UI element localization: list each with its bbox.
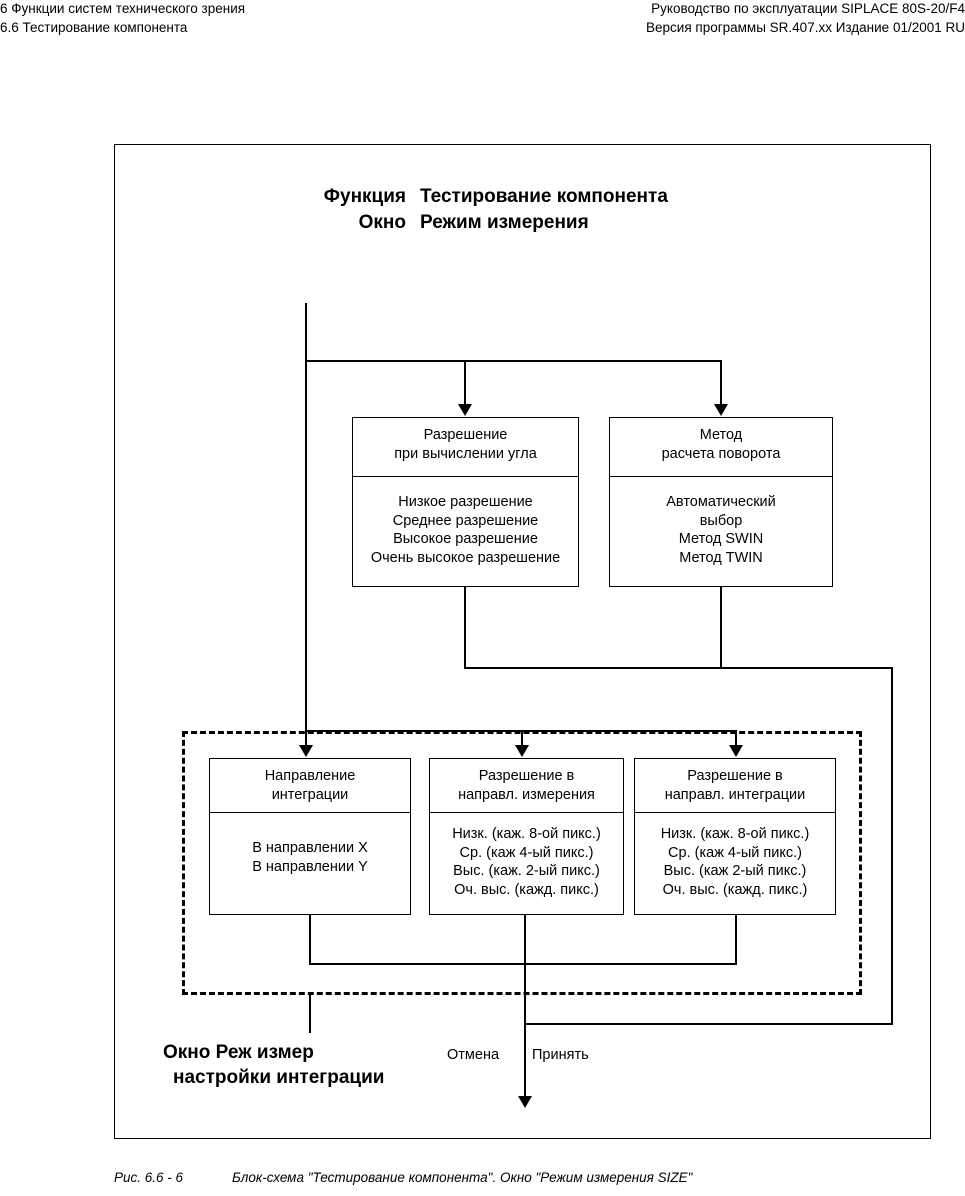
option-item[interactable]: Среднее разрешение xyxy=(392,512,539,529)
figure-outer-frame xyxy=(114,144,931,1139)
title-row-window: Окно Режим измерения xyxy=(215,210,775,236)
diagram-title-block: Функция Тестирование компонента Окно Реж… xyxy=(215,184,775,236)
title-row-function: Функция Тестирование компонента xyxy=(215,184,775,210)
connector-bar-middle xyxy=(464,667,892,669)
option-item[interactable]: Выс. (каж. 2-ый пикс.) xyxy=(453,863,600,879)
option-item[interactable]: Высокое разрешение xyxy=(393,531,538,547)
option-item[interactable]: Низк. (каж. 8-ой пикс.) xyxy=(660,826,810,842)
connector-drop-rot-method xyxy=(720,360,722,405)
connector-out-rot-method xyxy=(720,587,722,667)
option-item[interactable]: В направлении X xyxy=(252,840,368,856)
figure-caption: Рис. 6.6 - 6 Блок-схема "Тестирование ком… xyxy=(114,1169,965,1187)
option-item[interactable]: Низкое разрешение xyxy=(398,494,533,510)
header-manual-title: Руководство по эксплуатации SIPLACE 80S-… xyxy=(651,1,965,16)
header-section-title: 6.6 Тестирование компонента xyxy=(0,20,188,35)
arrowhead-intg-res xyxy=(729,745,743,757)
arrowhead-terminal xyxy=(518,1096,532,1108)
title-label-function: Функция xyxy=(323,186,406,207)
header-line: Разрешение в xyxy=(687,768,783,784)
flowbox-header-measurement-resolution: Разрешение в направл. измерения xyxy=(430,759,623,813)
option-item[interactable]: Низк. (каж. 8-ой пикс.) xyxy=(452,826,601,842)
option-item[interactable]: В направлении Y xyxy=(252,858,368,875)
header-line: Метод xyxy=(699,427,743,443)
accept-button[interactable]: Принять xyxy=(532,1047,589,1063)
window-settings-label: Окно Реж измер настройки интеграции xyxy=(163,1040,384,1090)
flowbox-integration-resolution[interactable]: Разрешение в направл. интеграции Низк. (… xyxy=(634,758,836,915)
flowbox-rotation-method[interactable]: Метод расчета поворота Автоматический вы… xyxy=(609,417,833,587)
cancel-button[interactable]: Отмена xyxy=(447,1047,500,1063)
connector-drop-intg-res xyxy=(735,730,737,746)
option-item[interactable]: Выс. (каж 2-ый пикс.) xyxy=(663,863,807,879)
connector-drop-int-dir xyxy=(305,730,307,746)
connector-bar-return xyxy=(524,1023,893,1025)
option-item[interactable]: Очень высокое разрешение xyxy=(370,549,561,566)
window-label-line2: настройки интеграции xyxy=(173,1067,385,1088)
header-line: направл. измерения xyxy=(458,787,595,803)
option-item[interactable]: Оч. выс. (кажд. пикс.) xyxy=(662,881,808,898)
flowbox-integration-direction[interactable]: Направление интеграции В направлении X В… xyxy=(209,758,411,915)
flowbox-options-angle-resolution: Низкое разрешение Среднее разрешение Выс… xyxy=(353,477,578,567)
arrowhead-angle-res xyxy=(458,404,472,416)
connector-out-meas-res xyxy=(524,915,526,1105)
connector-right-return xyxy=(891,667,893,1024)
figure-caption-text: Блок-схема "Тестирование компонента". Ок… xyxy=(232,1170,693,1185)
figure-caption-number: Рис. 6.6 - 6 xyxy=(114,1170,184,1185)
option-item[interactable]: выбор xyxy=(699,512,743,529)
header-version-info: Версия программы SR.407.xx Издание 01/20… xyxy=(646,20,965,35)
header-line: при вычислении угла xyxy=(394,446,537,462)
connector-stub-window-label xyxy=(309,995,311,1033)
flowbox-header-angle-resolution: Разрешение при вычислении угла xyxy=(353,418,578,477)
connector-bar-lower xyxy=(305,730,736,732)
flowbox-options-rotation-method: Автоматический выбор Метод SWIN Метод TW… xyxy=(610,477,832,567)
connector-bar-top xyxy=(305,360,721,362)
header-line: Направление xyxy=(264,768,356,784)
flowbox-options-integration-resolution: Низк. (каж. 8-ой пикс.) Ср. (каж 4-ый пи… xyxy=(635,813,835,899)
header-line: расчета поворота xyxy=(661,446,781,462)
connector-drop-meas-res xyxy=(521,730,523,746)
option-item[interactable]: Ср. (каж 4-ый пикс.) xyxy=(668,844,802,861)
flowbox-measurement-resolution[interactable]: Разрешение в направл. измерения Низк. (к… xyxy=(429,758,624,915)
option-item[interactable]: Оч. выс. (кажд. пикс.) xyxy=(454,881,599,898)
header-chapter-title: 6 Функции систем технического зрения xyxy=(0,1,246,16)
title-value-function: Тестирование компонента xyxy=(420,186,668,207)
connector-out-angle-res xyxy=(464,587,466,667)
arrowhead-int-dir xyxy=(299,745,313,757)
header-line: Разрешение в xyxy=(478,768,575,784)
connector-out-intg-res xyxy=(735,915,737,964)
flowbox-header-integration-resolution: Разрешение в направл. интеграции xyxy=(635,759,835,813)
connector-trunk-main xyxy=(305,303,307,730)
page-running-head: 6 Функции систем технического зрения Рук… xyxy=(0,0,965,44)
flowbox-options-integration-direction: В направлении X В направлении Y xyxy=(210,813,410,876)
connector-bar-bottom-join xyxy=(309,963,737,965)
arrowhead-meas-res xyxy=(515,745,529,757)
title-value-window: Режим измерения xyxy=(420,212,589,233)
header-line: направл. интеграции xyxy=(664,787,806,803)
option-item[interactable]: Метод SWIN xyxy=(678,531,764,547)
flowbox-options-measurement-resolution: Низк. (каж. 8-ой пикс.) Ср. (каж 4-ый пи… xyxy=(430,813,623,899)
connector-drop-angle-res xyxy=(464,360,466,405)
arrowhead-rot-method xyxy=(714,404,728,416)
connector-out-int-dir xyxy=(309,915,311,964)
integration-settings-group xyxy=(182,731,862,995)
option-item[interactable]: Автоматический xyxy=(666,494,776,510)
flowbox-header-rotation-method: Метод расчета поворота xyxy=(610,418,832,477)
header-line: Разрешение xyxy=(423,427,508,443)
option-item[interactable]: Метод TWIN xyxy=(679,549,763,566)
window-label-line1: Окно Реж измер xyxy=(163,1042,314,1063)
flowbox-header-integration-direction: Направление интеграции xyxy=(210,759,410,813)
header-line: интеграции xyxy=(271,787,349,803)
title-label-window: Окно xyxy=(358,212,406,233)
option-item[interactable]: Ср. (каж 4-ый пикс.) xyxy=(459,844,594,861)
flowbox-angle-resolution[interactable]: Разрешение при вычислении угла Низкое ра… xyxy=(352,417,579,587)
